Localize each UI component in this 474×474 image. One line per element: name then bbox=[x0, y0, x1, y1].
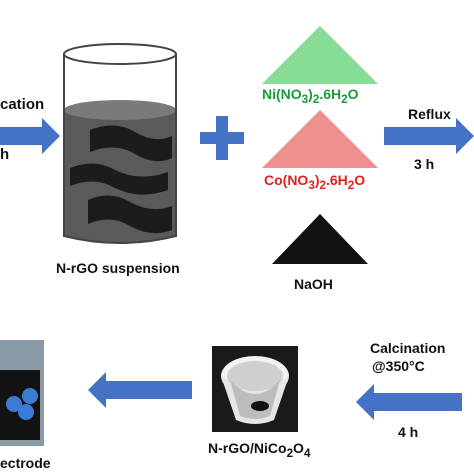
reflux-time: 3 h bbox=[414, 156, 435, 172]
calcination-temp: @350°C bbox=[372, 358, 425, 374]
product-label: N-rGO/NiCo2O4 bbox=[208, 440, 311, 460]
calcination-label: Calcination bbox=[370, 340, 446, 356]
calcination-arrow bbox=[356, 384, 462, 420]
electrode-label: ectrode bbox=[0, 455, 51, 471]
sonication-label: cation bbox=[0, 96, 45, 113]
ni-salt-formula: Ni(NO3)2.6H2O bbox=[262, 86, 359, 106]
sonication-arrow bbox=[0, 118, 60, 154]
co-salt-formula: Co(NO3)2.6H2O bbox=[264, 172, 366, 192]
co-triangle bbox=[262, 110, 378, 168]
plus-icon bbox=[200, 116, 244, 160]
graphene-sheet bbox=[70, 163, 168, 195]
naoh-label: NaOH bbox=[294, 276, 333, 292]
electrode-photo bbox=[0, 340, 44, 446]
graphene-sheet bbox=[90, 125, 172, 162]
sonication-time: h bbox=[0, 146, 10, 163]
beaker-illustration bbox=[63, 43, 177, 244]
crucible-photo bbox=[212, 346, 298, 432]
naoh-triangle bbox=[272, 214, 368, 264]
electrode-arrow bbox=[88, 372, 192, 408]
graphene-sheet bbox=[88, 195, 172, 234]
reflux-arrow bbox=[384, 118, 474, 154]
reflux-label: Reflux bbox=[408, 106, 451, 122]
suspension-label: N-rGO suspension bbox=[56, 260, 180, 276]
ni-triangle bbox=[262, 26, 378, 84]
calcination-time: 4 h bbox=[398, 424, 419, 440]
